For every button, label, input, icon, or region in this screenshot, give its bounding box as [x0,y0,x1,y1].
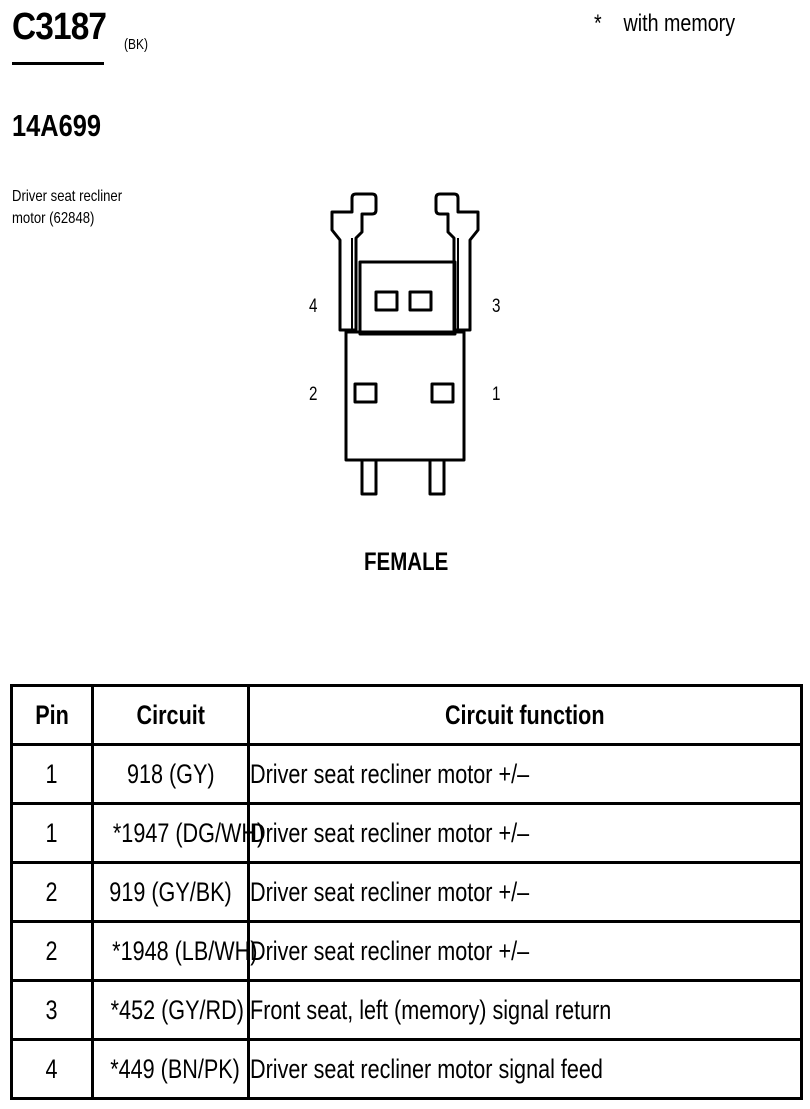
table-row: 2 919 (GY/BK) Driver seat recliner motor… [10,861,803,923]
cell-circuit: *452 (GY/RD) [91,979,250,1041]
table-row: 3 *452 (GY/RD) Front seat, left (memory)… [10,979,803,1041]
table-row: 2 *1948 (LB/WH) Driver seat recliner mot… [10,920,803,982]
pin-label-3: 3 [492,296,501,317]
cell-circuit: *449 (BN/PK) [91,1038,250,1100]
table-row: 1 *1947 (DG/WH) Driver seat recliner mot… [10,802,803,864]
connector-body [344,330,466,462]
header-pin: Pin [10,684,94,746]
pin-label-4: 4 [309,296,318,317]
cell-function: Driver seat recliner motor +/– [247,861,803,923]
cell-pin: 2 [10,861,94,923]
table-header-row: Pin Circuit Circuit function [10,684,803,746]
component-name: Driver seat recliner motor (62848) [12,188,123,227]
cell-function: Driver seat recliner motor +/– [247,743,803,805]
cavity-2 [353,382,378,404]
part-number: 14A699 [12,108,102,143]
pin-label-1: 1 [492,384,501,405]
left-latch [330,192,378,332]
table-row: 1 918 (GY) Driver seat recliner motor +/… [10,743,803,805]
right-latch [434,192,480,332]
cell-circuit: *1947 (DG/WH) [91,802,264,864]
connector-id: C3187 [12,6,107,48]
cell-pin: 1 [10,802,94,864]
cavity-1 [430,382,455,404]
cavity-4 [374,290,399,312]
pin-table: Pin Circuit Circuit function 1 918 (GY) … [10,684,803,1100]
connector-color: (BK) [124,36,148,53]
cell-function: Driver seat recliner motor +/– [247,920,803,982]
cell-circuit: 919 (GY/BK) [91,861,250,923]
cell-pin: 3 [10,979,94,1041]
cell-circuit: 918 (GY) [91,743,250,805]
gender-label: FEMALE [364,548,449,576]
header-circuit-function: Circuit function [247,684,803,746]
cell-circuit: *1948 (LB/WH) [91,920,257,982]
table-row: 4 *449 (BN/PK) Driver seat recliner moto… [10,1038,803,1100]
cell-pin: 1 [10,743,94,805]
legend-with-memory: * with memory [594,10,736,37]
cell-function: Front seat, left (memory) signal return [247,979,803,1041]
cell-function: Driver seat recliner motor +/– [247,802,803,864]
terminal-right [428,460,446,496]
cell-pin: 2 [10,920,94,982]
header-circuit: Circuit [91,684,250,746]
cell-pin: 4 [10,1038,94,1100]
pin-label-2: 2 [309,384,318,405]
locking-tab [358,260,457,336]
cavity-3 [408,290,433,312]
cell-function: Driver seat recliner motor signal feed [247,1038,803,1100]
connector-id-underline [12,62,104,65]
terminal-left [360,460,378,496]
connector-face-drawing [330,192,480,496]
